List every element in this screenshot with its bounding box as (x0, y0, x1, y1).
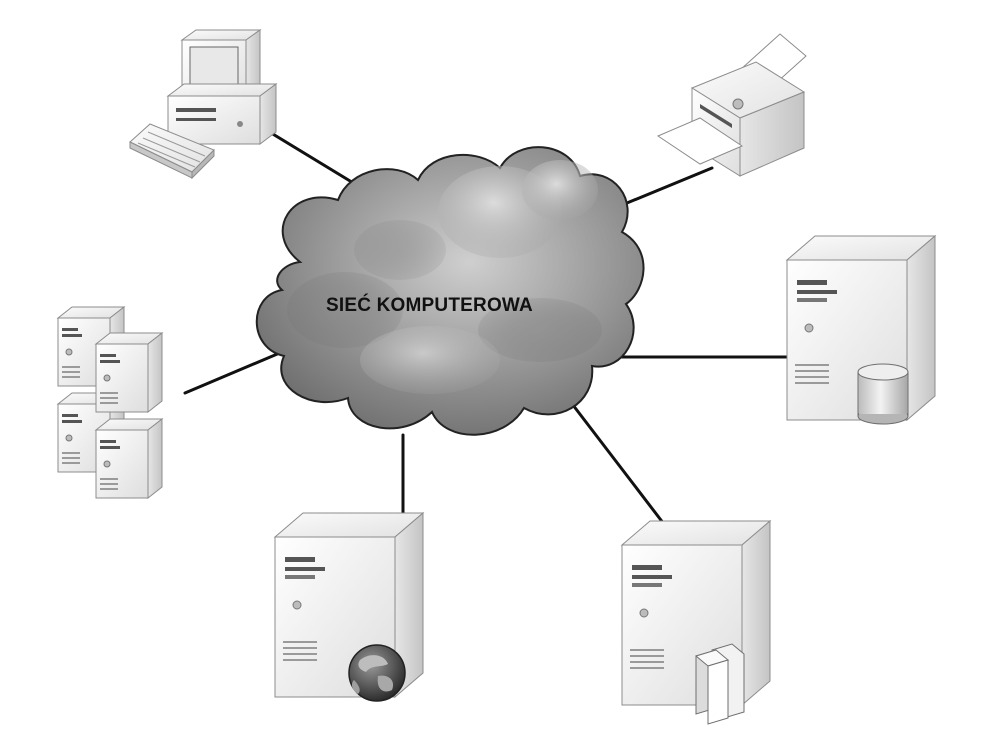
cloud-label: SIEĆ KOMPUTEROWA (326, 294, 533, 316)
cloud-puff (522, 160, 598, 220)
file-server-icon[interactable] (621, 520, 771, 725)
printer-icon[interactable] (656, 33, 807, 177)
link-server-cluster (183, 350, 284, 395)
cloud-puff (360, 326, 500, 394)
cloud-puff (354, 220, 446, 280)
desktop-computer-icon[interactable] (129, 29, 278, 180)
server-cluster-icon[interactable] (57, 306, 163, 499)
cloud-puff (478, 298, 602, 362)
web-server-icon[interactable] (274, 512, 424, 702)
link-file-server (561, 390, 669, 530)
cloud-puff (287, 272, 403, 348)
database-cylinder-icon (857, 363, 909, 425)
network-cloud: SIEĆ KOMPUTEROWA (255, 146, 645, 436)
document-icon (694, 643, 745, 725)
database-server-icon[interactable] (786, 235, 936, 425)
globe-icon (348, 644, 406, 702)
